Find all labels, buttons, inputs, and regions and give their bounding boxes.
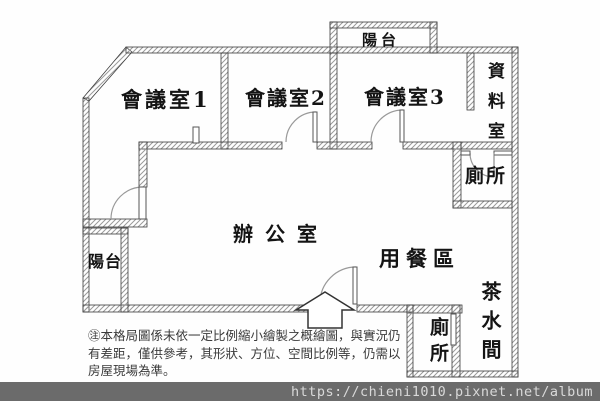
room-label-office: 辦公室 [233, 222, 329, 246]
door-arc-meeting3 [370, 109, 404, 143]
wall-meeting-bottom-b [316, 141, 373, 150]
room-label-balcony-top: 陽台 [362, 31, 401, 49]
door-leaf-meeting3 [399, 109, 405, 143]
room-label-toilet-top: 廁所 [465, 165, 508, 187]
door-arc-annex [110, 186, 144, 220]
outer-wall-bottom-a [82, 304, 314, 313]
wall-meeting1-2 [220, 52, 229, 150]
disclaimer-line-2: 有差距，僅供參考，其形狀、方位、空間比例等，仍需以 [88, 345, 401, 361]
entrance-arrow [293, 291, 357, 329]
walls-group [82, 21, 519, 378]
toilet-tr-topwall-left [460, 150, 471, 156]
wall-toilet-tr-left [452, 141, 462, 209]
disclaimer-line-3: 房屋現場為準。 [88, 363, 176, 378]
wall-toilet-tr-bottom [452, 200, 513, 209]
outer-wall-bottom-right [406, 370, 519, 378]
room-label-meeting2: 會議室2 [245, 86, 327, 110]
room-label-meeting1: 會議室1 [121, 87, 211, 112]
wall-dataroom-left [466, 52, 475, 111]
room-label-balcony-left: 陽台 [88, 252, 123, 271]
room-label-meeting3: 會議室3 [364, 85, 446, 109]
disclaimer-note: ㊟本格局圖係未依一定比例縮小繪製之概繪圖，與實況仍 有差距，僅供參考，其形狀、方… [88, 327, 401, 380]
room-label-toilet-bottom: 廁所 [427, 317, 449, 369]
wall-meeting-bottom-c [402, 141, 462, 150]
door-leaf-entrance [352, 266, 358, 305]
wall-toilet-br-left [406, 304, 414, 378]
room-label-tea-room: 茶水間 [478, 281, 502, 368]
outer-wall-bottom-b [356, 304, 414, 313]
room-label-data-room: 資料室 [484, 62, 504, 152]
watermark-url: https://chieni1010.pixnet.net/album [291, 383, 593, 400]
door-leaf-meeting1 [192, 126, 200, 144]
door-leaf-annex [138, 186, 147, 220]
wall-balcony-bl-right [120, 227, 129, 313]
wall-annex-right [138, 141, 148, 188]
floor-plan-svg [82, 21, 519, 378]
room-label-dining: 用餐區 [379, 246, 460, 271]
watermark-bar: https://chieni1010.pixnet.net/album [0, 382, 600, 401]
door-arc-meeting2 [285, 111, 317, 143]
outer-wall-top [125, 46, 519, 54]
outer-wall-right [511, 46, 519, 378]
balcony-top-wall-top [329, 21, 438, 29]
door-leaf-toilet-br [450, 313, 457, 346]
outer-wall-left [82, 97, 90, 313]
balcony-top-wall-right [429, 21, 438, 54]
door-arc-toilet-tr [469, 152, 495, 178]
wall-meeting2-3 [329, 52, 338, 150]
wall-annex-bottom [82, 218, 148, 228]
disclaimer-line-1: ㊟本格局圖係未依一定比例縮小繪製之概繪圖，與實況仍 [88, 328, 401, 343]
door-leaf-meeting2 [312, 111, 318, 143]
wall-meeting-bottom-a [138, 141, 283, 150]
